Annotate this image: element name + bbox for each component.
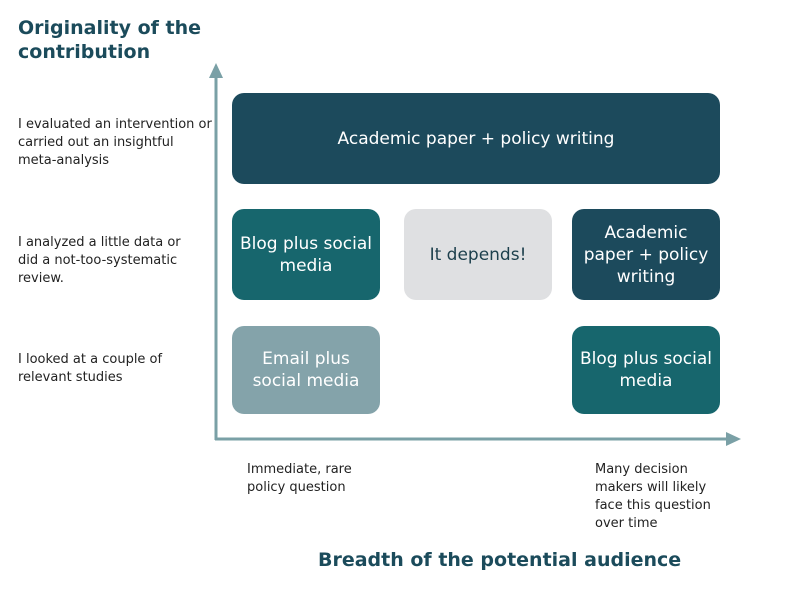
cell-mid-center: It depends! — [404, 209, 552, 300]
cell-top: Academic paper + policy writing — [232, 93, 720, 184]
y-level-mid: I analyzed a little data or did a not-to… — [18, 235, 181, 286]
cell-mid-left: Blog plus social media — [232, 209, 380, 300]
x-level-low: Immediate, rare policy question — [247, 462, 352, 495]
cell-mid-right: Academic paper + policy writing — [572, 209, 720, 300]
cell-bottom-left: Email plus social media — [232, 326, 380, 414]
y-level-low: I looked at a couple of relevant studies — [18, 352, 163, 385]
y-level-high: I evaluated an intervention or carried o… — [18, 117, 212, 168]
y-axis-arrow-icon — [209, 63, 223, 78]
x-level-high: Many decision makers will likely face th… — [595, 462, 711, 531]
x-axis-title: Breadth of the potential audience — [318, 549, 682, 571]
x-axis-arrow-icon — [726, 432, 741, 446]
y-axis-title: Originality of the contribution — [18, 17, 202, 63]
cell-bottom-right: Blog plus social media — [572, 326, 720, 414]
